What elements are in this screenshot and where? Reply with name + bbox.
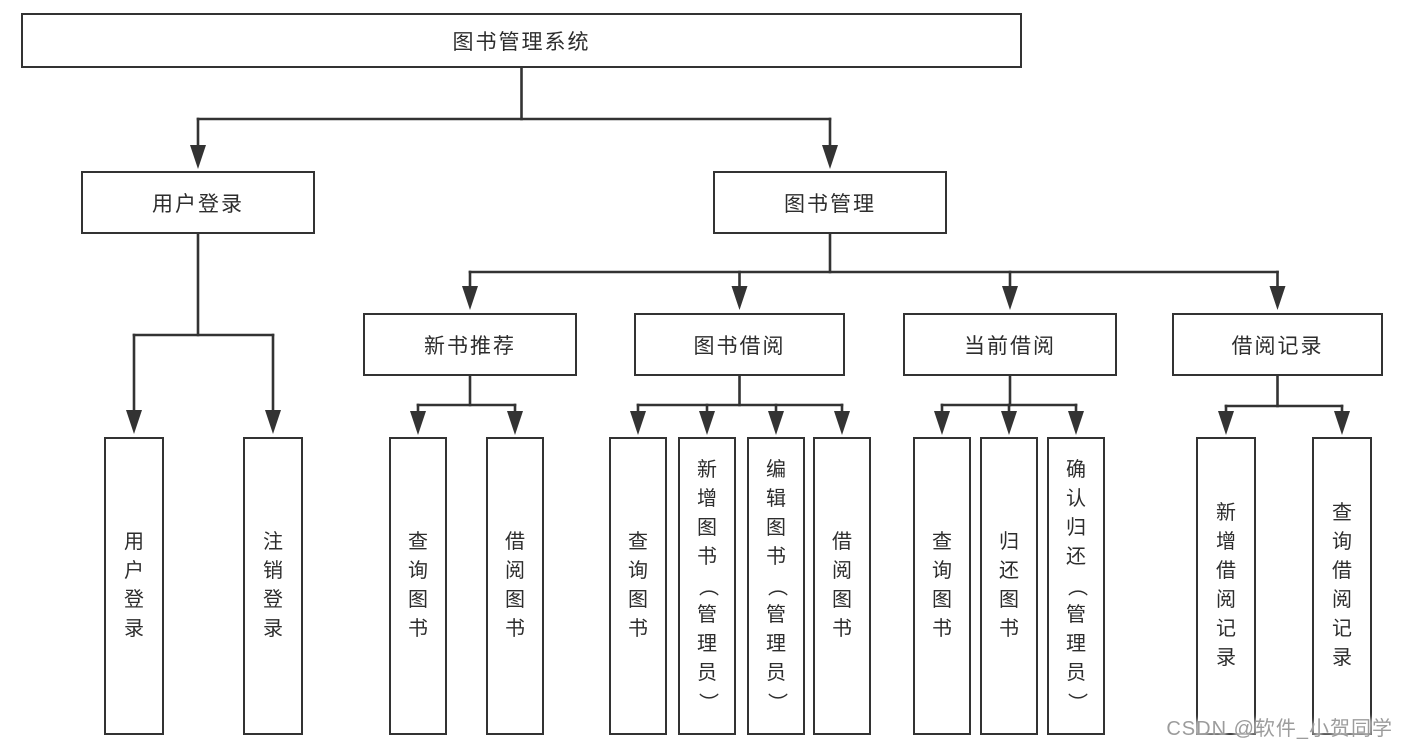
leaf-label: 新增借阅记录 (1216, 502, 1236, 669)
leaf-confirm-return-admin: 确认归还（管理员） (1047, 437, 1105, 735)
leaf-label: 查询图书 (628, 531, 648, 640)
leaf-return-books: 归还图书 (980, 437, 1038, 735)
leaf-label: 确认归还（管理员） (1065, 458, 1088, 712)
node-library-management-system: 图书管理系统 (21, 13, 1022, 68)
node-current-borrow: 当前借阅 (903, 313, 1117, 376)
leaf-query-books-recommend: 查询图书 (389, 437, 447, 735)
node-new-book-recommend: 新书推荐 (363, 313, 577, 376)
leaf-user-login: 用户登录 (104, 437, 164, 735)
leaf-label: 借阅图书 (832, 531, 852, 640)
node-user-login: 用户登录 (81, 171, 315, 234)
leaf-label: 用户登录 (124, 531, 144, 640)
leaf-label: 查询图书 (932, 531, 952, 640)
leaf-logout: 注销登录 (243, 437, 303, 735)
node-borrow-records: 借阅记录 (1172, 313, 1383, 376)
leaf-label: 注销登录 (263, 531, 283, 640)
leaf-borrow-books-recommend: 借阅图书 (486, 437, 544, 735)
node-book-management: 图书管理 (713, 171, 947, 234)
leaf-label: 查询图书 (408, 531, 428, 640)
node-book-borrow: 图书借阅 (634, 313, 845, 376)
arrowheads (126, 145, 1350, 435)
leaf-label: 新增图书（管理员） (696, 458, 719, 712)
leaf-borrow-books: 借阅图书 (813, 437, 871, 735)
leaf-add-borrow-record: 新增借阅记录 (1196, 437, 1256, 735)
leaf-add-books-admin: 新增图书（管理员） (678, 437, 736, 735)
leaf-label: 归还图书 (999, 531, 1019, 640)
leaf-label: 借阅图书 (505, 531, 525, 640)
leaf-query-books-borrow: 查询图书 (609, 437, 667, 735)
csdn-watermark: CSDN @软件_小贺同学 (1166, 718, 1393, 740)
leaf-edit-books-admin: 编辑图书（管理员） (747, 437, 805, 735)
leaf-query-borrow-record: 查询借阅记录 (1312, 437, 1372, 735)
leaf-query-books-current: 查询图书 (913, 437, 971, 735)
leaf-label: 查询借阅记录 (1332, 502, 1352, 669)
leaf-label: 编辑图书（管理员） (765, 458, 788, 712)
